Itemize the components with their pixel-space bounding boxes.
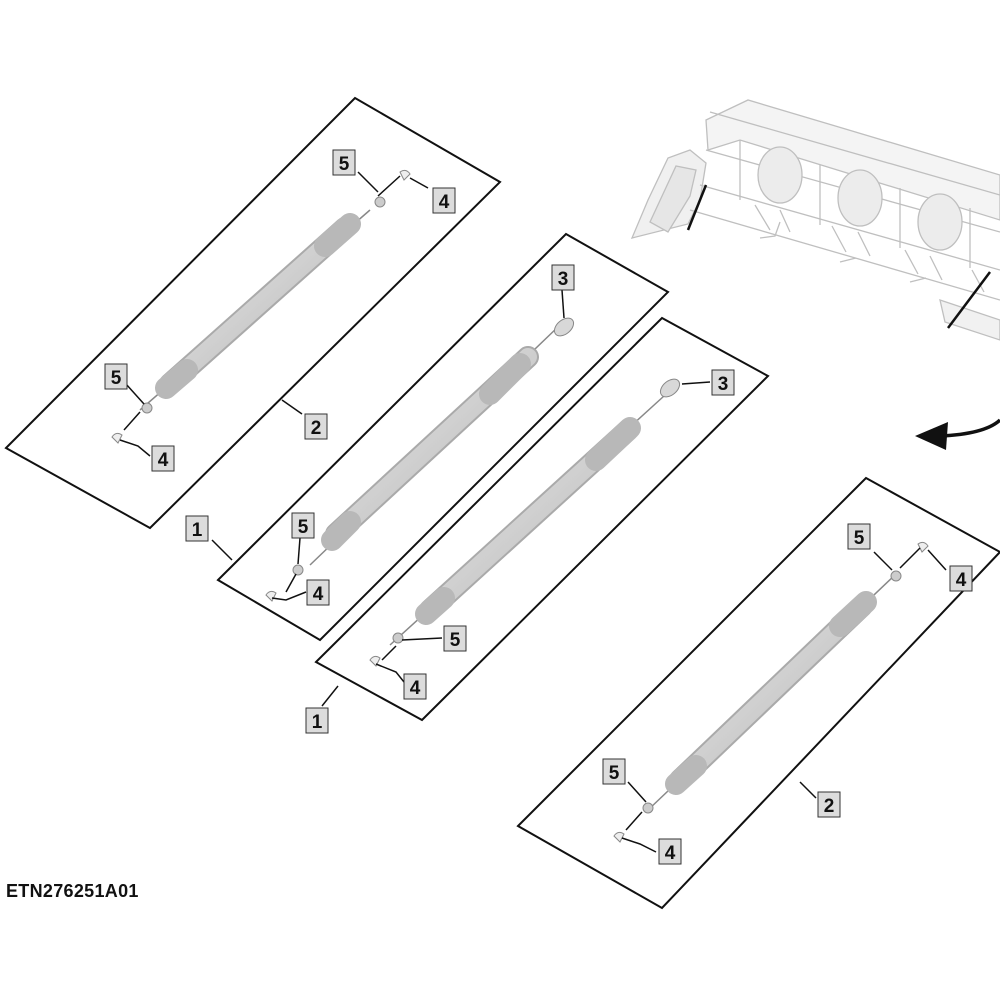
callout-label: 5 xyxy=(443,625,467,652)
svg-text:1: 1 xyxy=(312,712,323,733)
svg-text:5: 5 xyxy=(339,154,350,175)
callout-label: 3 xyxy=(551,264,575,291)
svg-text:2: 2 xyxy=(824,796,835,817)
parts-panel-center xyxy=(211,232,670,642)
parts-panel-right xyxy=(516,476,1000,910)
drive-shaft xyxy=(613,541,929,843)
svg-text:5: 5 xyxy=(450,630,461,651)
svg-text:4: 4 xyxy=(158,450,169,471)
callout-label: 5 xyxy=(104,363,128,390)
drive-shaft xyxy=(265,317,575,602)
curved-arrow-icon xyxy=(915,418,1000,450)
callout-label: 5 xyxy=(291,512,315,539)
svg-text:5: 5 xyxy=(111,368,122,389)
svg-text:5: 5 xyxy=(298,517,309,538)
figure-id: ETN276251A01 xyxy=(6,881,139,901)
svg-text:5: 5 xyxy=(854,528,865,549)
parts-panel-left xyxy=(4,96,502,530)
callout-label: 4 xyxy=(658,838,682,865)
svg-text:1: 1 xyxy=(192,520,203,541)
svg-text:4: 4 xyxy=(313,584,324,605)
callout-label: 2 xyxy=(304,413,328,440)
header-marker-line xyxy=(686,184,708,231)
callout-label: 5 xyxy=(602,758,626,785)
callout-label: 1 xyxy=(185,515,209,542)
callout-label: 4 xyxy=(403,673,427,700)
drive-shaft xyxy=(111,169,411,444)
header-machine-illustration xyxy=(630,99,1000,341)
callout-label: 5 xyxy=(847,523,871,550)
svg-text:4: 4 xyxy=(956,570,967,591)
drive-shaft xyxy=(369,378,681,667)
callout-label: 4 xyxy=(306,579,330,606)
svg-text:2: 2 xyxy=(311,418,322,439)
callout-label: 4 xyxy=(151,445,175,472)
callout-label: 5 xyxy=(332,149,356,176)
header-marker-line xyxy=(947,271,991,329)
svg-text:3: 3 xyxy=(718,374,729,395)
callout-label: 3 xyxy=(711,369,735,396)
callout-label: 4 xyxy=(949,565,973,592)
svg-text:5: 5 xyxy=(609,763,620,784)
callout-label: 1 xyxy=(305,707,329,734)
parts-panel-center-right xyxy=(314,316,770,722)
callout-label: 2 xyxy=(817,791,841,818)
svg-text:3: 3 xyxy=(558,269,569,290)
svg-text:4: 4 xyxy=(439,192,450,213)
svg-text:4: 4 xyxy=(410,678,421,699)
svg-text:4: 4 xyxy=(665,843,676,864)
callout-label: 4 xyxy=(432,187,456,214)
